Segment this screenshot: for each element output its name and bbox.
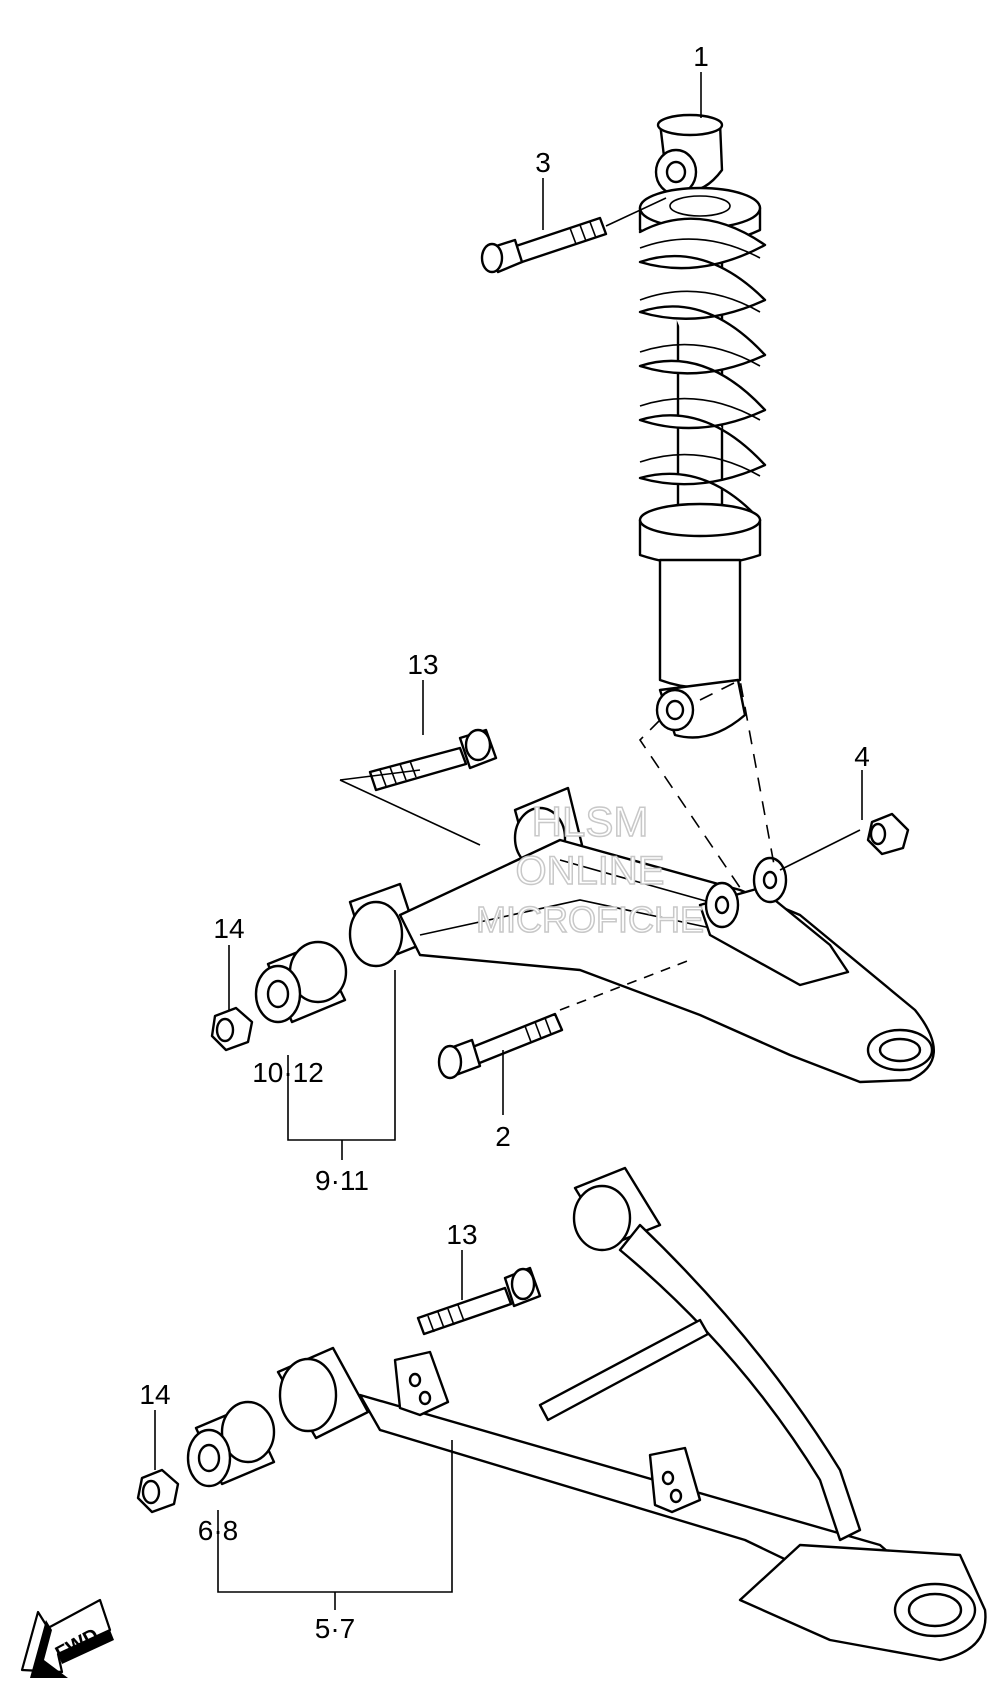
callout-14-upper: 14 [213, 913, 244, 944]
bushing-6-8 [186, 1400, 276, 1488]
callout-9-11: 9·11 [315, 1165, 369, 1196]
nut-14-lower [136, 1468, 180, 1514]
lower-arm [276, 1166, 987, 1662]
fwd-arrow-icon: FWD [20, 1598, 114, 1678]
bolt-13-upper [368, 728, 498, 792]
callout-14-lower: 14 [139, 1379, 170, 1410]
bolt-2 [437, 1012, 564, 1080]
bolt-3 [480, 216, 608, 274]
callout-3: 3 [535, 147, 551, 178]
nut-14-upper [210, 1006, 254, 1052]
callout-1: 1 [693, 41, 709, 72]
bolt-13-lower [416, 1266, 542, 1336]
nut-4 [866, 812, 910, 856]
top-bushing [654, 113, 724, 196]
coil-spring [638, 217, 767, 522]
callout-6-8: 6·8 [198, 1515, 238, 1546]
upper-arm [348, 786, 935, 1084]
bushing-10-12 [254, 940, 348, 1024]
watermark-line-2: ONLINE [516, 849, 665, 893]
callout-13-lower: 13 [446, 1219, 477, 1250]
callout-10-12: 10·12 [252, 1057, 324, 1088]
callout-5-7: 5·7 [315, 1613, 355, 1644]
watermark: HLSM ONLINE MICROFICHE [475, 797, 705, 941]
shock-absorber [638, 113, 767, 739]
callout-4: 4 [854, 741, 870, 772]
callout-2: 2 [495, 1121, 511, 1152]
watermark-line-1: HLSM [532, 798, 649, 845]
leader-lines [154, 72, 863, 1610]
watermark-line-3: MICROFICHE [476, 899, 704, 940]
callout-13-upper: 13 [407, 649, 438, 680]
